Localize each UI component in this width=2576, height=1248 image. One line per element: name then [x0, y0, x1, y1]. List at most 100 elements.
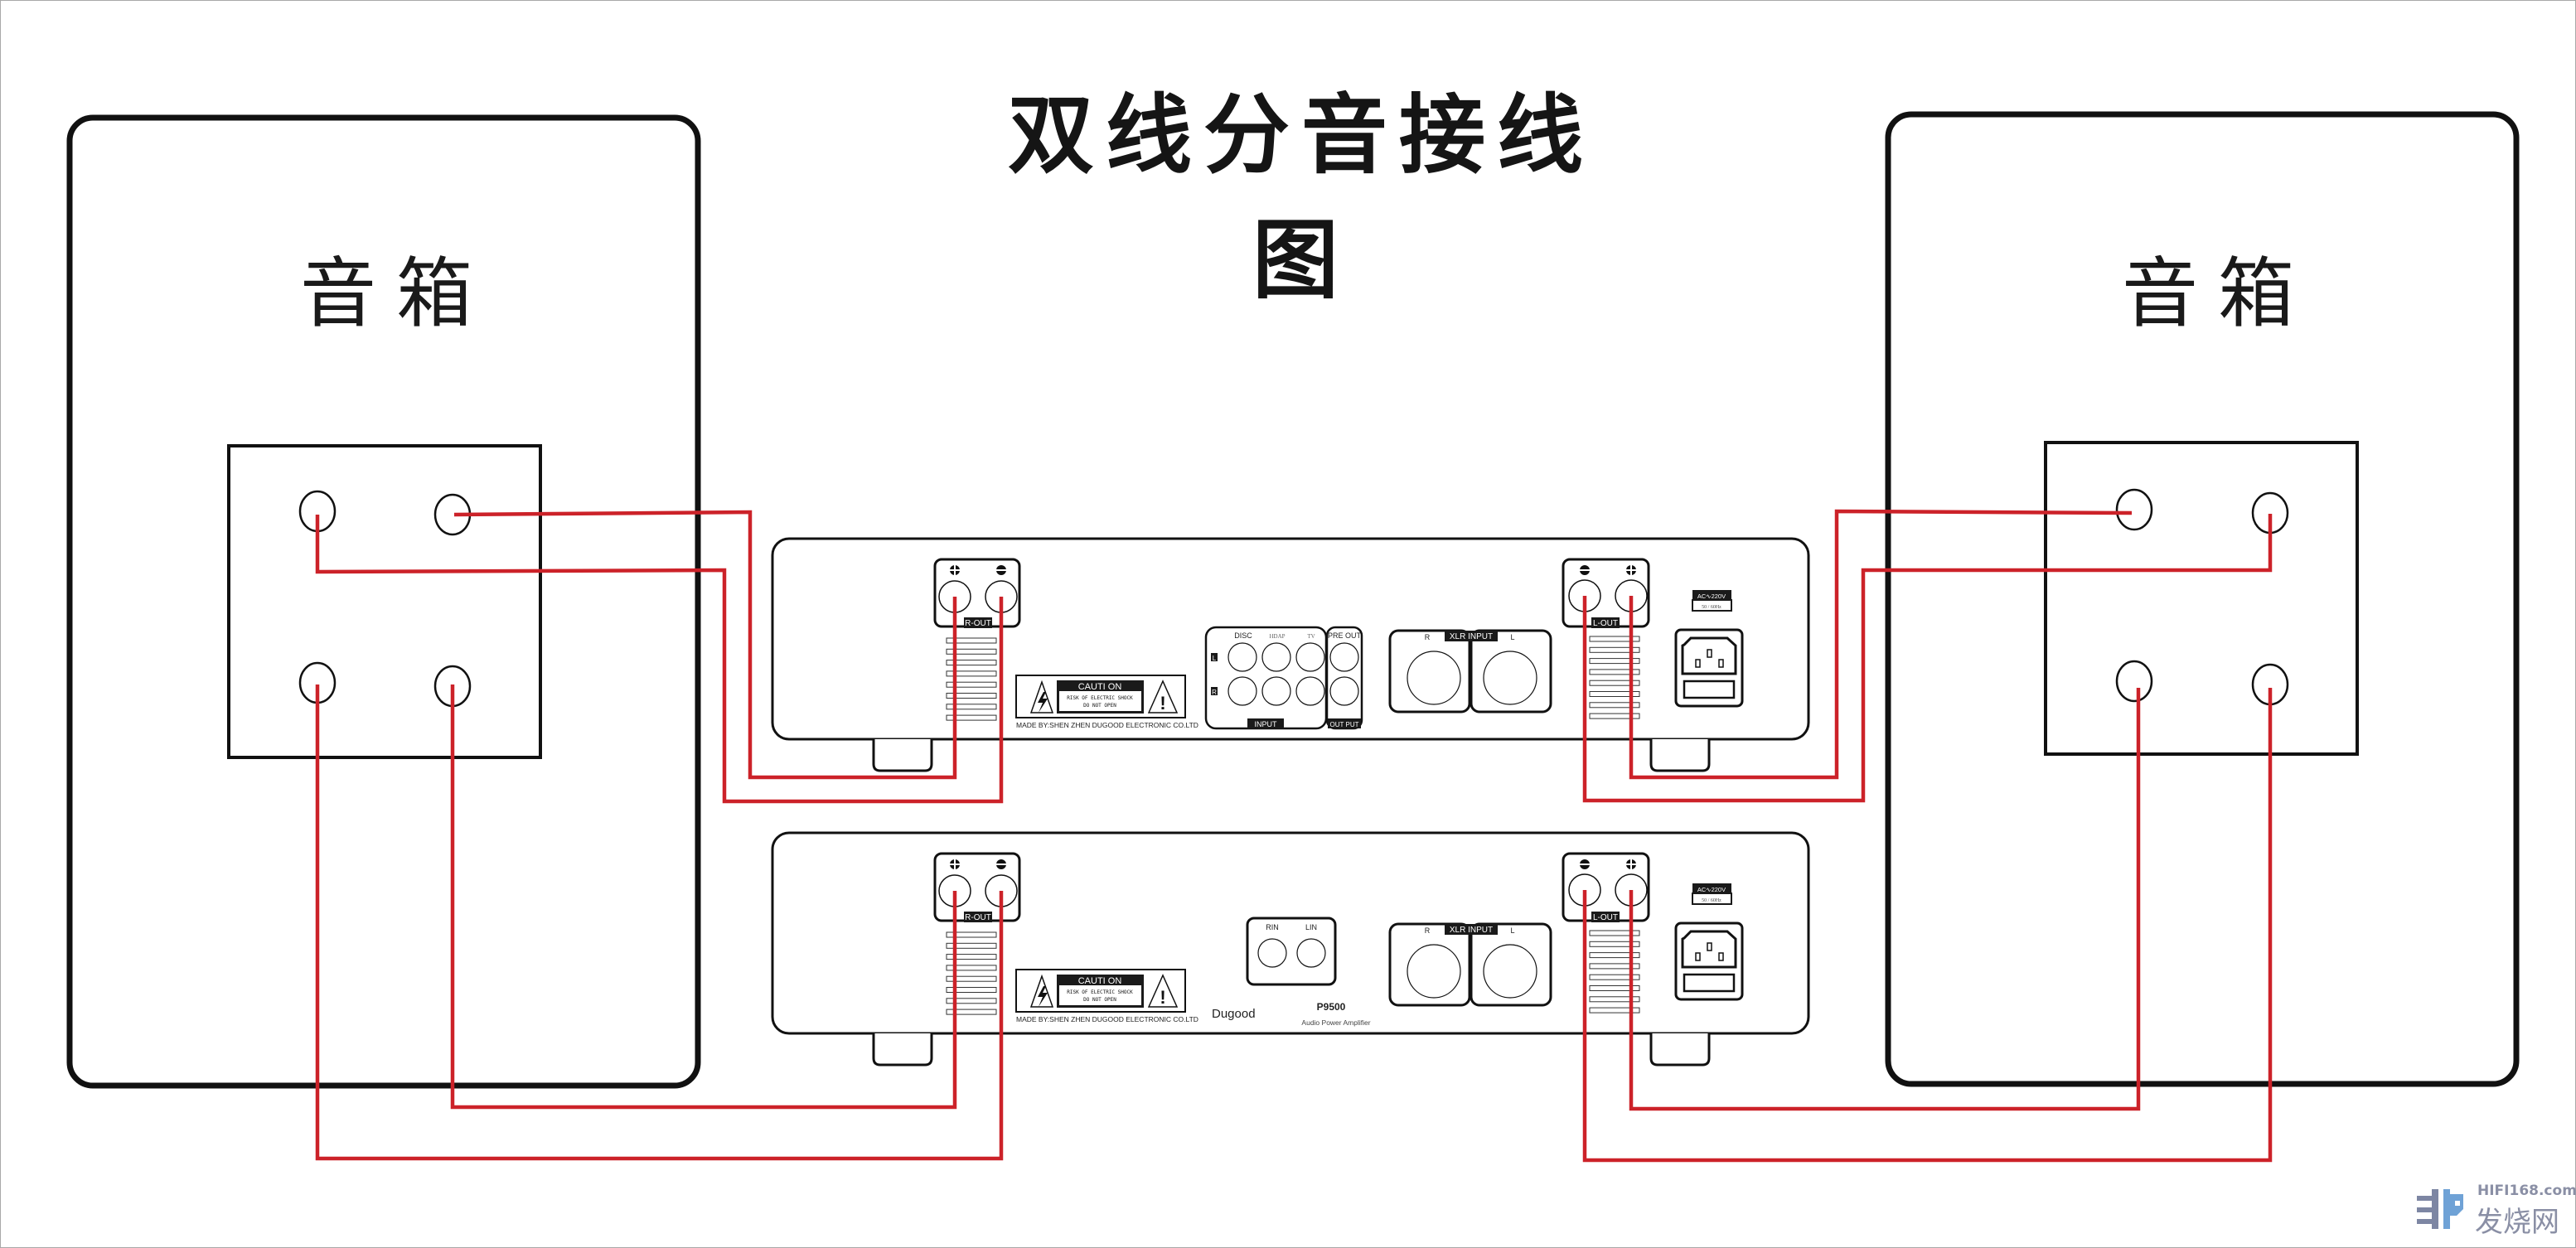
xlr-l-label: L [1510, 633, 1514, 641]
model-subtitle: Audio Power Amplifier [1301, 1018, 1370, 1027]
voltage-label: AC∿220V [1697, 593, 1726, 600]
caution-heading: CAUTI ON [1078, 976, 1122, 986]
right-speaker [1885, 111, 2520, 1087]
xlr-r-label: R [1425, 926, 1431, 935]
vent-slots [1589, 636, 1640, 719]
vent-slot [946, 693, 997, 699]
pre-out-label: PRE OUT [1328, 631, 1362, 640]
column-label-tv: TV [1307, 633, 1315, 640]
vent-slot [946, 942, 997, 949]
xlr-jack [1483, 651, 1537, 705]
vent-slot [946, 954, 997, 960]
vent-slot [946, 931, 997, 938]
wire [1582, 514, 2273, 803]
vent-slot [946, 987, 997, 993]
caution-line-1: RISK OF ELECTRIC SHOCK [1067, 695, 1133, 701]
caution-line-2: DO NOT OPEN [1083, 703, 1116, 709]
vent-slot [1589, 1007, 1640, 1013]
vent-slot [1589, 646, 1640, 653]
hifi168-logo-icon [2417, 1189, 2463, 1229]
input-label: INPUT [1255, 720, 1278, 728]
row-label-l: L [1213, 655, 1217, 662]
output-label: OUT PUT [1330, 721, 1359, 728]
vent-slot [1589, 680, 1640, 686]
xlr-r-label: R [1425, 633, 1431, 641]
vent-slot [946, 648, 997, 655]
rca-jacks [1227, 642, 1359, 706]
vent-slot [1589, 669, 1640, 675]
vent-slot [1589, 985, 1640, 991]
vent-slot [946, 975, 997, 982]
left-speaker [66, 114, 701, 1089]
model-name: P9500 [1317, 1001, 1346, 1013]
amp-foot [1649, 739, 1711, 772]
left-speaker-label: 音箱 [300, 249, 493, 338]
vent-slot [946, 660, 997, 666]
rca-jack [1257, 938, 1287, 968]
amp-foot [872, 1033, 933, 1067]
power-inlet: AC∿220V 50 / 60Hz [1674, 590, 1744, 708]
xlr-jack [1407, 651, 1461, 705]
column-label-disc: DISC [1234, 631, 1252, 640]
watermark: HIFI168.com 发烧网 [2414, 1181, 2576, 1239]
rca-input-panel: RIN LIN [1246, 917, 1337, 986]
vent-slot [946, 704, 997, 710]
rin-label: RIN [1266, 923, 1279, 931]
frequency-label: 50 / 60Hz [1702, 898, 1721, 903]
amp-foot [872, 739, 933, 772]
xlr-jack [1483, 944, 1537, 999]
rca-jack [1296, 938, 1326, 968]
diagram-title: 双线分音接线图 [1007, 85, 1595, 311]
r-out-label: R-OUT [965, 619, 991, 628]
vent-slots [946, 637, 997, 721]
caution-label: CAUTI ON RISK OF ELECTRIC SHOCK DO NOT O… [1015, 675, 1186, 718]
vent-slot [946, 670, 997, 677]
wire [1582, 688, 2273, 1163]
lower-amplifier: R-OUT CAUTI ON RISK OF ELECTRIC SHOCK DO… [771, 831, 1810, 1067]
amp-foot [1649, 1033, 1711, 1067]
voltage-label: AC∿220V [1697, 886, 1726, 893]
wire [1629, 509, 2133, 780]
caution-line-2: DO NOT OPEN [1083, 997, 1116, 1003]
iec-socket-icon [1674, 921, 1744, 1001]
xlr-title: XLR INPUT [1450, 632, 1493, 641]
column-label-hdap: HDAP [1269, 633, 1285, 640]
lin-label: LIN [1305, 923, 1317, 931]
caution-label: CAUTI ON RISK OF ELECTRIC SHOCK DO NOT O… [1015, 969, 1186, 1013]
exclamation-warning-icon [1147, 680, 1179, 713]
right-speaker-terminal-plate [2044, 441, 2359, 756]
watermark-name: 发烧网 [2475, 1206, 2559, 1239]
maker-line: MADE BY:SHEN ZHEN DUGOOD ELECTRONIC CO.L… [1016, 721, 1198, 729]
wire [315, 515, 1004, 804]
vent-slot [946, 998, 997, 1004]
electric-shock-warning-icon [1029, 974, 1054, 1008]
xlr-input-panel: XLR INPUT R L [1388, 922, 1552, 1007]
right-speaker-terminal [2115, 660, 2153, 703]
vent-slot [1589, 996, 1640, 1003]
iec-socket-icon [1674, 628, 1744, 708]
vent-slot [946, 965, 997, 971]
xlr-jack [1407, 944, 1461, 999]
rca-input-panel: DISC HDAP TV PRE OUT L R INPUT OUT PUT [1204, 626, 1363, 730]
vent-slot [946, 1009, 997, 1015]
frequency-label: 50 / 60Hz [1702, 605, 1721, 610]
right-speaker-label: 音箱 [2122, 249, 2315, 338]
caution-line-1: RISK OF ELECTRIC SHOCK [1067, 989, 1133, 995]
power-inlet: AC∿220V 50 / 60Hz [1674, 883, 1744, 1001]
vent-slot [946, 714, 997, 721]
vent-slot [1589, 636, 1640, 642]
vent-slot [1589, 702, 1640, 709]
watermark-url: HIFI168.com [2477, 1183, 2576, 1199]
vent-slots [1589, 930, 1640, 1013]
xlr-title: XLR INPUT [1450, 926, 1493, 935]
vent-slot [1589, 952, 1640, 959]
vent-slot [1589, 691, 1640, 697]
vent-slot [1589, 974, 1640, 980]
l-out-label: L-OUT [1593, 913, 1618, 922]
xlr-input-panel: XLR INPUT R L [1388, 629, 1552, 713]
wire [1629, 688, 2141, 1111]
row-label-r: R [1212, 689, 1217, 696]
right-speaker-terminal [2115, 488, 2153, 531]
wire [453, 510, 957, 780]
